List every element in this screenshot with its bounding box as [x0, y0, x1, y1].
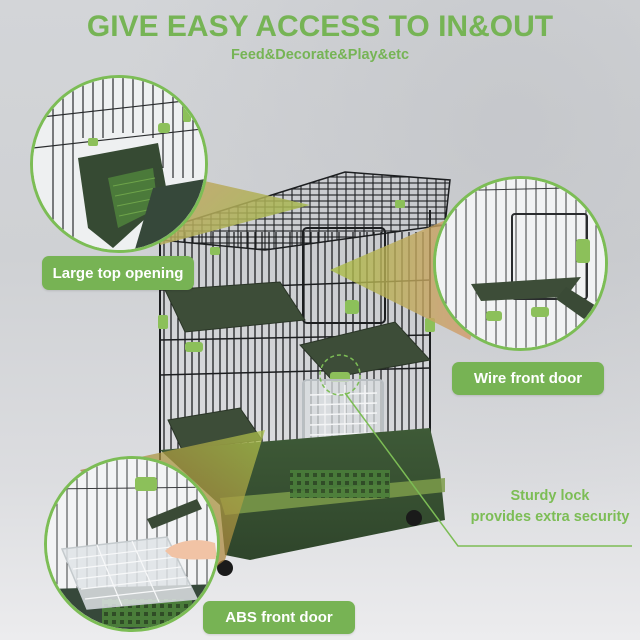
wire-door-detail-image: [436, 179, 605, 348]
wheel: [406, 510, 422, 526]
annotation-line-1: Sturdy lock: [510, 488, 590, 504]
label-wire-front-door: Wire front door: [452, 362, 604, 395]
page-subtitle: Feed&Decorate&Play&etc: [230, 47, 410, 63]
callout-circle-wire-door: [433, 176, 608, 351]
lock-highlight: [319, 354, 361, 396]
callout-circle-top-opening: [30, 75, 208, 253]
wheel: [217, 560, 233, 576]
page-title: GIVE EASY ACCESS TO IN&OUT: [86, 10, 554, 43]
platform-upper-left: [164, 281, 306, 333]
hand: [165, 540, 217, 560]
top-opening-detail-image: [33, 78, 205, 250]
platform-middle-right: [299, 321, 431, 379]
lock-pointer-line: [344, 392, 632, 547]
abs-door-detail-image: [47, 459, 217, 629]
label-large-top-opening: Large top opening: [42, 256, 194, 290]
sturdy-lock-annotation: Sturdy lock provides extra security: [460, 486, 640, 528]
callout-circle-abs-door: [44, 456, 220, 632]
annotation-line-2: provides extra security: [470, 509, 630, 525]
label-abs-front-door: ABS front door: [203, 601, 355, 634]
